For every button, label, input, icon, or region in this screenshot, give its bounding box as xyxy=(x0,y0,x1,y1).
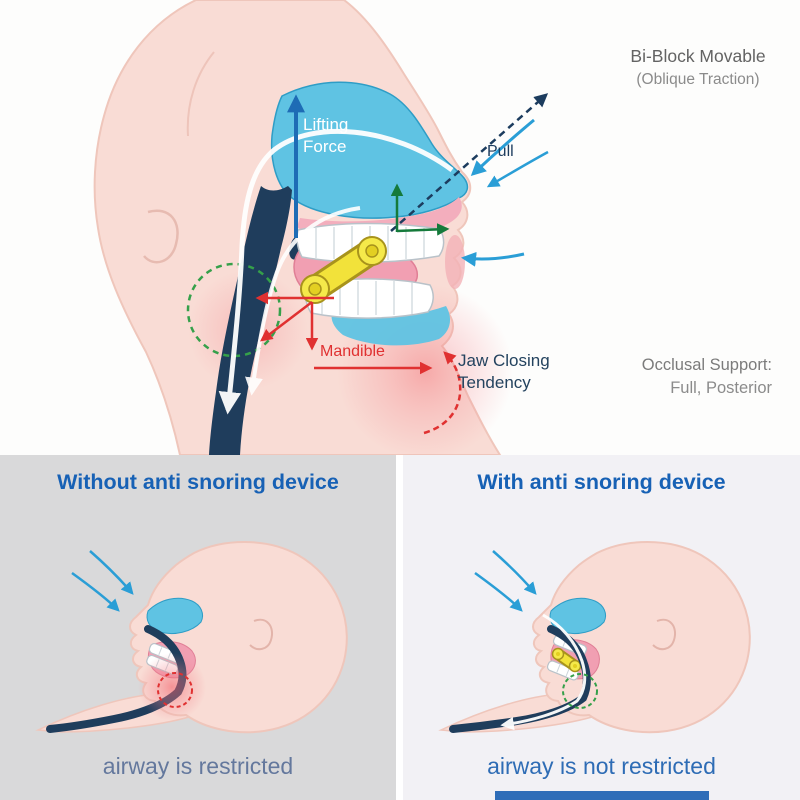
panel-without-device: Without anti snoring device xyxy=(0,455,396,800)
oral-device-small xyxy=(551,647,582,673)
ear xyxy=(143,209,179,264)
airflow-open-arrow xyxy=(500,613,587,731)
lips xyxy=(445,235,465,289)
panel-title-without: Without anti snoring device xyxy=(57,470,339,494)
mandible-bone xyxy=(331,306,451,346)
incoming-air-arrows xyxy=(461,118,549,267)
ear xyxy=(249,618,273,651)
oral-device xyxy=(300,236,387,304)
pull-arrow xyxy=(390,93,549,232)
panel-title-with: With anti snoring device xyxy=(477,470,726,494)
main-diagram: Lifting Force Pull Mandible Jaw Closing … xyxy=(93,0,772,455)
ear xyxy=(652,618,676,651)
panel-with-device: With anti snoring device xyxy=(403,455,800,800)
caption-without: airway is restricted xyxy=(102,753,294,779)
caption-underline xyxy=(494,791,709,800)
without-device-illustration xyxy=(35,541,348,734)
head-profile-illustration xyxy=(93,0,549,455)
incoming-air-arrows xyxy=(474,550,537,612)
with-device-illustration xyxy=(438,541,751,734)
caption-with: airway is not restricted xyxy=(487,753,716,779)
traction-axes-arrows xyxy=(390,183,450,236)
throat-focus-circle xyxy=(186,262,282,358)
restriction-marker-circle xyxy=(157,672,193,708)
mandible-arrows xyxy=(255,291,433,375)
jaw-closing-arrow xyxy=(423,351,462,435)
airflow-arrows xyxy=(218,128,454,415)
restriction-glow xyxy=(138,653,206,721)
comparison-section: Without anti snoring device xyxy=(0,455,800,800)
open-airway-marker-circle xyxy=(562,673,598,709)
incoming-air-arrows xyxy=(71,550,134,612)
